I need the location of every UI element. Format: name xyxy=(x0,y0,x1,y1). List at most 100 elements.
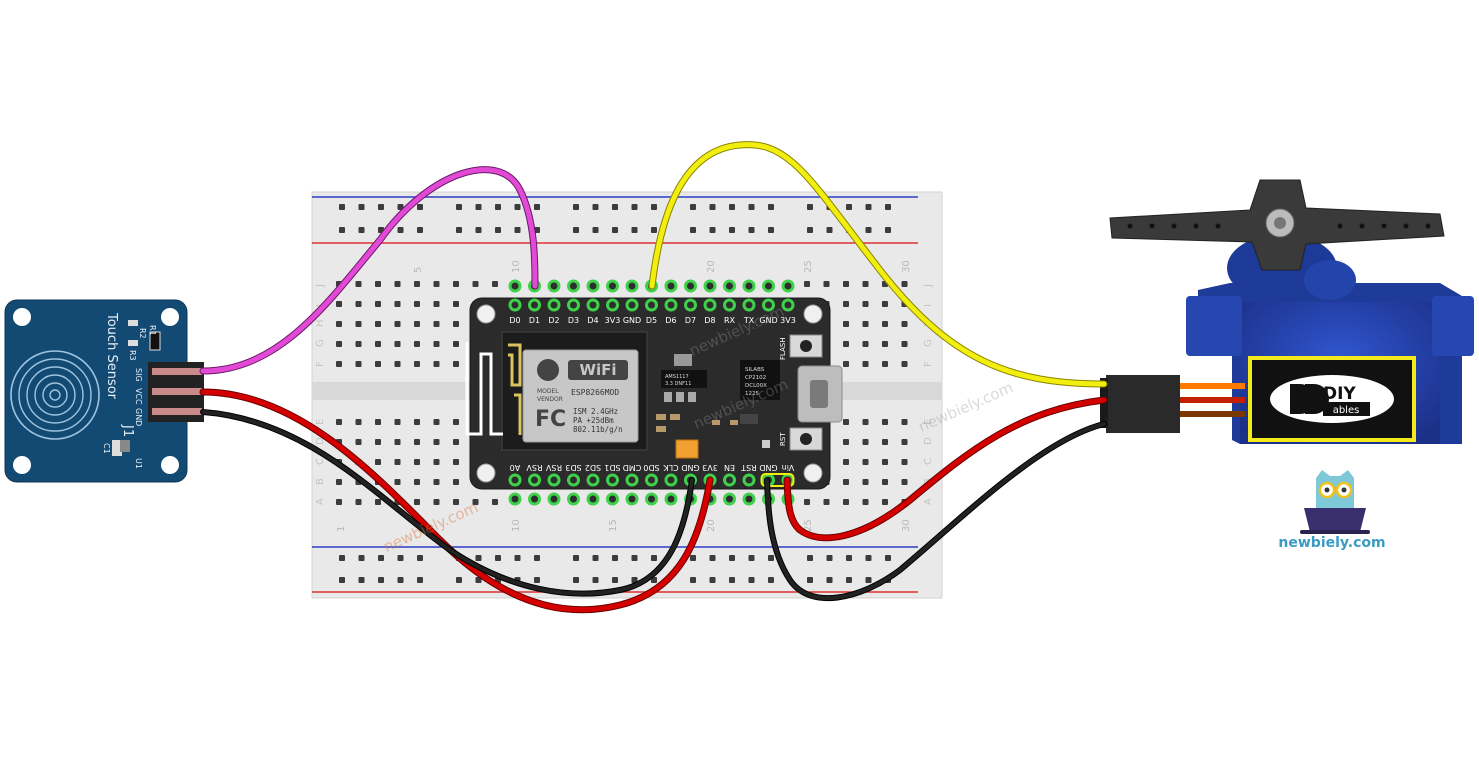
breadboard-hole xyxy=(355,301,362,307)
pin-d1-top-inner[interactable] xyxy=(528,298,541,312)
pin-d3-top-inner[interactable] xyxy=(567,298,580,312)
pin-rsv-bottom-outer[interactable] xyxy=(528,492,541,506)
espressif-logo-icon xyxy=(537,359,559,381)
pin-gnd-top-inner[interactable] xyxy=(762,298,775,312)
pin-a0-bottom-outer[interactable] xyxy=(508,492,522,506)
svg-text:ables: ables xyxy=(1333,405,1360,416)
rail-hole xyxy=(358,227,365,233)
pin-gnd-top-inner[interactable] xyxy=(625,298,639,312)
mounting-hole xyxy=(13,308,31,326)
breadboard-hole xyxy=(414,361,420,367)
breadboard-hole xyxy=(453,479,459,485)
breadboard-hole xyxy=(433,321,440,327)
site-brand-text: newbiely.com xyxy=(1278,535,1386,551)
pin-d2-top-inner[interactable] xyxy=(547,298,561,312)
pin-sd0-bottom-outer[interactable] xyxy=(645,492,658,506)
pin-d8-top[interactable] xyxy=(703,279,717,293)
pin-tx-top-inner[interactable] xyxy=(742,298,756,312)
pin-rsv-bottom[interactable] xyxy=(547,473,561,487)
pin-label: TX xyxy=(743,316,755,325)
pin-en-bottom-outer[interactable] xyxy=(723,492,736,506)
svg-text:25: 25 xyxy=(803,519,814,532)
pin-sd0-bottom[interactable] xyxy=(645,473,658,487)
pin-sd1-bottom[interactable] xyxy=(606,473,619,487)
pin-sd2-bottom-outer[interactable] xyxy=(586,492,600,506)
horn-hole xyxy=(1149,223,1155,229)
mounting-hole xyxy=(13,456,31,474)
pin-tx-top[interactable] xyxy=(742,279,756,293)
breadboard-hole xyxy=(414,321,420,327)
pin-d7-top-inner[interactable] xyxy=(684,298,697,312)
pin-rsv-bottom[interactable] xyxy=(528,473,541,487)
pin-label: D1 xyxy=(529,316,540,325)
pin-rst-bottom[interactable] xyxy=(742,473,756,487)
pin-a0-bottom[interactable] xyxy=(508,473,522,487)
pin-d4-top-inner[interactable] xyxy=(586,298,600,312)
breadboard-hole xyxy=(453,459,459,465)
breadboard-hole xyxy=(375,439,381,445)
pin-d6-top[interactable] xyxy=(664,279,678,293)
pin-rx-top-inner[interactable] xyxy=(723,298,736,312)
pin-sd3-bottom-outer[interactable] xyxy=(567,492,580,506)
breadboard-hole xyxy=(433,439,440,445)
pin-d2-top[interactable] xyxy=(547,279,561,293)
pin-sd2-bottom[interactable] xyxy=(586,473,600,487)
pin-d5-top-inner[interactable] xyxy=(645,298,658,312)
svg-text:25: 25 xyxy=(803,260,814,273)
pin-d0-top[interactable] xyxy=(508,279,522,293)
pin-d7-top[interactable] xyxy=(684,279,697,293)
rail-hole xyxy=(592,227,599,233)
rail-hole xyxy=(514,204,521,210)
pin-d8-top-inner[interactable] xyxy=(703,298,717,312)
rail-hole xyxy=(807,204,813,210)
pin-d4-top[interactable] xyxy=(586,279,600,293)
micro-usb-port[interactable] xyxy=(797,365,843,423)
pin-label: RSV xyxy=(526,463,543,472)
breadboard-hole xyxy=(843,361,849,367)
svg-text:AMS1117: AMS1117 xyxy=(665,374,689,380)
rail-hole xyxy=(417,577,423,583)
breadboard-hole xyxy=(394,479,401,485)
pin-clk-bottom-outer[interactable] xyxy=(664,492,678,506)
pin-cmd-bottom-outer[interactable] xyxy=(625,492,639,506)
svg-text:1225: 1225 xyxy=(745,391,759,397)
pin-d3-top[interactable] xyxy=(567,279,580,293)
flash-button[interactable] xyxy=(789,334,823,358)
pin-gnd-top[interactable] xyxy=(762,279,775,293)
rail-hole xyxy=(534,577,540,583)
pin-d0-top-inner[interactable] xyxy=(508,298,522,312)
pin-en-bottom[interactable] xyxy=(723,473,736,487)
reset-button[interactable] xyxy=(789,427,823,451)
mounting-hole xyxy=(476,304,496,324)
breadboard-hole xyxy=(414,419,420,425)
pin-gnd-top[interactable] xyxy=(625,279,639,293)
pin-3v3-top[interactable] xyxy=(606,279,619,293)
pin-cmd-bottom[interactable] xyxy=(625,473,639,487)
pin-3v3-top[interactable] xyxy=(781,279,795,293)
pin-sd1-bottom-outer[interactable] xyxy=(606,492,619,506)
pin-d6-top-inner[interactable] xyxy=(664,298,678,312)
pin-3v3-top-inner[interactable] xyxy=(781,298,795,312)
rail-hole xyxy=(865,227,872,233)
breadboard-hole xyxy=(453,321,459,327)
rail-hole xyxy=(612,555,618,561)
pin-clk-bottom[interactable] xyxy=(664,473,678,487)
pin-3v3-top-inner[interactable] xyxy=(606,298,619,312)
rail-hole xyxy=(729,577,735,583)
breadboard-hole xyxy=(862,281,869,287)
pin-sd3-bottom[interactable] xyxy=(567,473,580,487)
breadboard-hole xyxy=(375,459,381,465)
breadboard-hole xyxy=(433,301,440,307)
breadboard-hole xyxy=(355,419,362,425)
svg-text:E: E xyxy=(923,419,934,425)
esp8266-module: WiFi MODEL VENDOR ESP8266MOD FC ISM 2.4G… xyxy=(465,331,648,451)
breadboard-hole xyxy=(375,419,381,425)
pin-rst-bottom-outer[interactable] xyxy=(742,492,756,506)
breadboard-hole xyxy=(472,499,479,505)
horn-hole xyxy=(1215,223,1221,229)
pin-rx-top[interactable] xyxy=(723,279,736,293)
pin-rsv-bottom-outer[interactable] xyxy=(547,492,561,506)
rail-hole xyxy=(690,555,696,561)
pin-label: 3V3 xyxy=(605,316,621,325)
svg-text:R1: R1 xyxy=(148,325,157,336)
